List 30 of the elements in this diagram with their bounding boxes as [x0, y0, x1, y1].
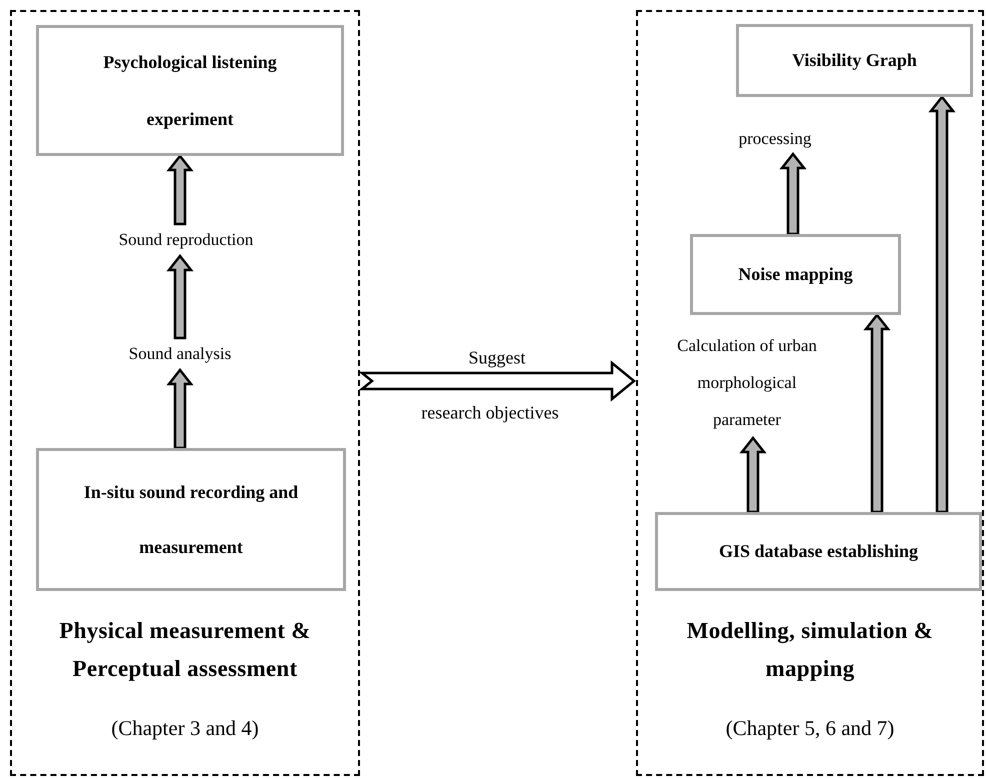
block-arrow: [739, 436, 767, 514]
process-box: [655, 512, 982, 591]
box-label: Psychological listening experiment: [102, 50, 278, 131]
block-arrow: [166, 254, 194, 340]
box-label: In-situ sound recording and measurement: [82, 480, 300, 558]
step-label: Sound analysis: [128, 343, 232, 365]
block-arrow: [358, 360, 636, 402]
process-box: [736, 24, 973, 97]
block-arrow: [166, 368, 194, 450]
step-label: Calculation of urban morphological parameter: [676, 334, 818, 431]
dashed-group-panel: [10, 10, 360, 776]
edge-label: Suggest: [468, 348, 526, 368]
panel-title: Physical measurement & Perceptual assessment: [58, 617, 312, 683]
block-arrow: [779, 152, 807, 236]
box-label: Noise mapping: [738, 264, 853, 285]
step-label: Sound reproduction: [118, 229, 254, 251]
chapter-note: (Chapter 3 and 4): [110, 716, 260, 741]
dashed-group-panel: [636, 10, 984, 776]
chapter-note: (Chapter 5, 6 and 7): [724, 716, 896, 741]
arrow-caption: research objectives: [421, 402, 559, 424]
block-arrow: [863, 312, 891, 514]
process-box: [36, 448, 346, 591]
process-box: [36, 25, 344, 156]
block-arrow: [928, 94, 956, 514]
block-arrow: [166, 154, 194, 226]
panel-title: Modelling, simulation & mapping: [686, 617, 934, 684]
process-box: [690, 234, 901, 315]
box-label: GIS database establishing: [718, 541, 918, 562]
step-label: processing: [738, 128, 812, 150]
box-label: Visibility Graph: [792, 50, 917, 71]
